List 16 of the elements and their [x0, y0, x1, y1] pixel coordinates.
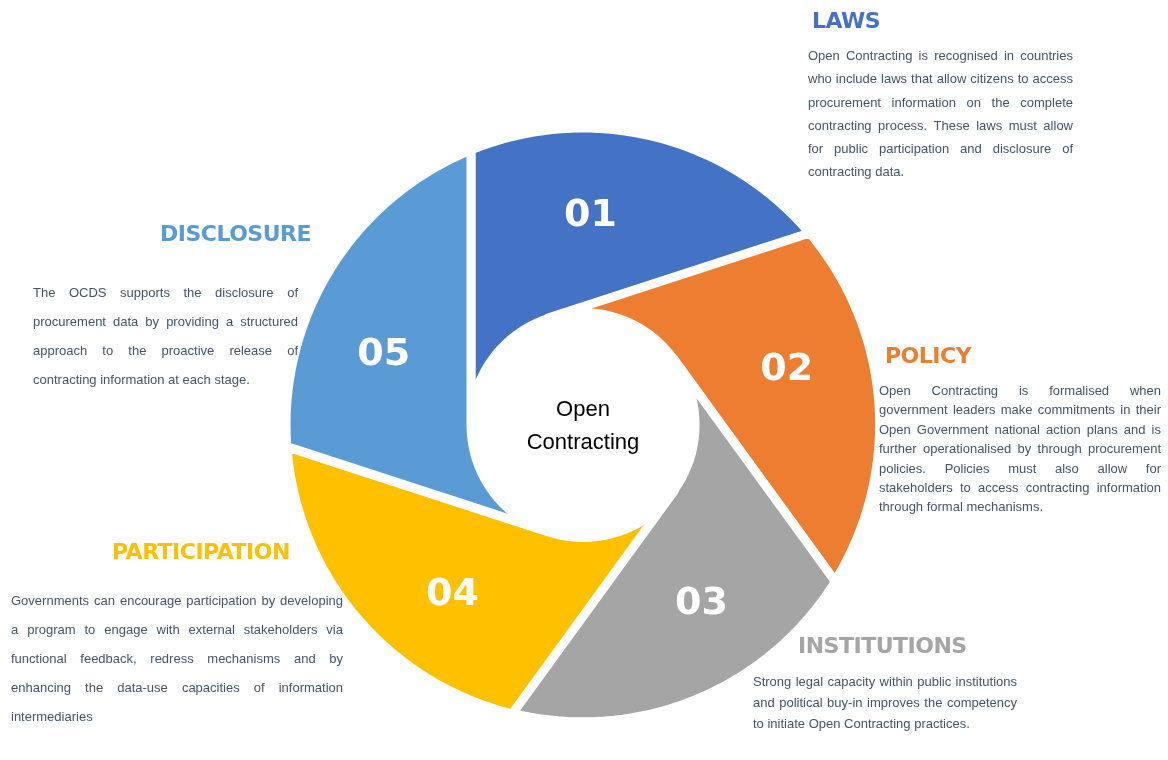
description-text: Governments can encourage participation by developing a program to engage with external stakeholders via functional feedback, redress mechanisms and by enhancing the data-use capacities of information intermediaries	[11, 592, 343, 726]
step-number: 02	[760, 344, 814, 389]
section-heading: LAWS	[812, 8, 881, 33]
description-text: Open Contracting is formalised when government leaders make commitments in their Open Government national action plans and is further operationalised by through procurement policies. Policies must also allow for stakeholders to access contracting information through formal mechanisms.	[879, 382, 1161, 517]
section-heading: POLICY	[885, 343, 972, 368]
step-number: 04	[426, 570, 479, 615]
description-text: Strong legal capacity within public institutions and political buy-in improves the competency to initiate Open Contracting practices.	[753, 673, 1017, 733]
description-text: Open Contracting is recognised in countries who include laws that allow citizens to access procurement information on the complete contracting process. These laws must allow for public participation and disclosure of contracting data.	[808, 47, 1073, 182]
description-text: The OCDS supports the disclosure of procurement data by providing a structured approach to the proactive release of contracting information at each stage.	[33, 284, 298, 389]
section-heading: PARTICIPATION	[112, 539, 290, 564]
step-number: 05	[357, 330, 411, 375]
step-number: 03	[675, 578, 728, 623]
center-label: Open Contracting	[525, 395, 641, 456]
section-heading: DISCLOSURE	[160, 221, 312, 246]
section-heading: INSTITUTIONS	[798, 633, 967, 658]
step-number: 01	[563, 191, 617, 236]
